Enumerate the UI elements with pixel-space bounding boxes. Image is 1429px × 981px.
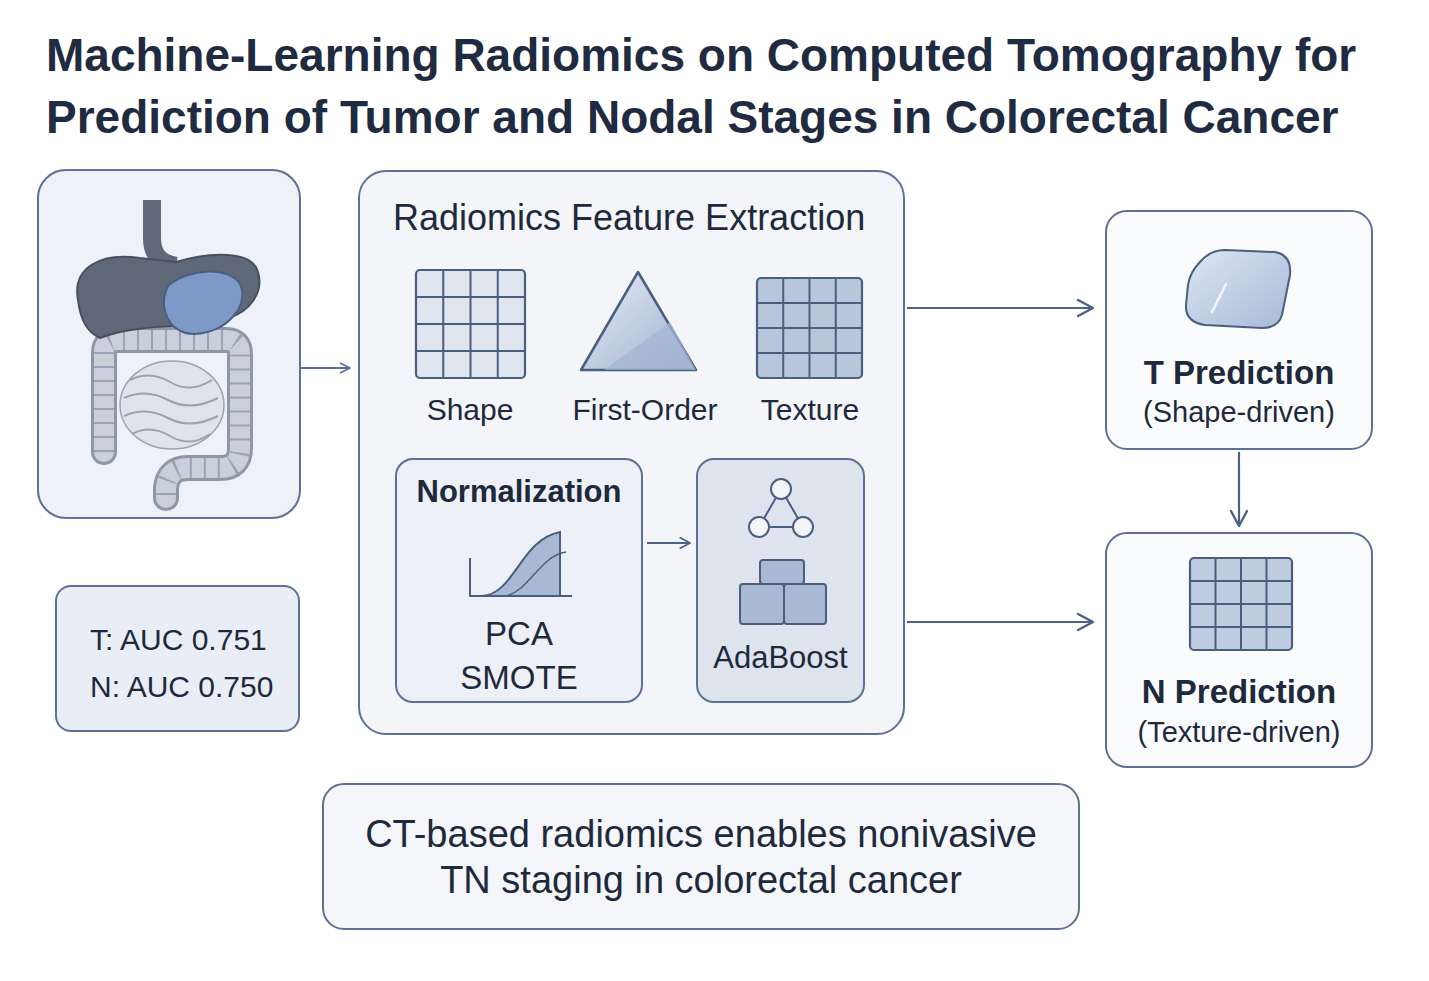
gem-icon	[1186, 250, 1290, 328]
node-text: N: AUC 0.750	[90, 669, 295, 705]
network-icon	[781, 489, 803, 527]
grid-icon	[416, 350, 525, 352]
blocks-icon	[760, 560, 804, 584]
dense-grid-icon	[757, 278, 862, 378]
feature-item: Shape	[405, 262, 535, 430]
dense-grid-icon	[757, 278, 862, 378]
dense-grid-icon	[809, 278, 811, 378]
network-icon	[771, 479, 791, 499]
panel-box: Radiomics Feature ExtractionShape First-O…	[358, 170, 905, 735]
result-box: T Prediction(Shape-driven)	[1105, 210, 1373, 450]
colon-illustration	[104, 340, 240, 498]
flow-arrow	[907, 621, 1093, 623]
small-intestine-illustration	[120, 361, 224, 449]
grid-icon	[416, 323, 525, 325]
dense-grid-icon	[1190, 558, 1292, 650]
dense-grid-icon	[1266, 558, 1268, 650]
small-intestine-illustration	[132, 429, 210, 441]
stomach-illustration	[164, 271, 243, 334]
node-heading: First-Order	[560, 392, 730, 428]
triangle-icon	[581, 272, 696, 370]
curve-icon	[470, 558, 572, 596]
dense-grid-icon	[1190, 558, 1292, 650]
grid-icon	[416, 270, 525, 378]
flow-arrow	[1238, 452, 1240, 526]
node-text: (Shape-driven)	[1107, 394, 1371, 430]
process-box: NormalizationPCA SMOTE	[395, 458, 643, 703]
metric-box: T: AUC 0.751 N: AUC 0.750	[55, 585, 300, 732]
node-heading: CT-based radiomics enables nonivasive TN…	[351, 811, 1051, 903]
anatomy-panel	[38, 170, 300, 518]
stomach-illustration	[164, 271, 243, 334]
node-text: PCA SMOTE	[449, 612, 589, 700]
dense-grid-icon	[1190, 580, 1292, 582]
dense-grid-icon	[1190, 603, 1292, 605]
flow-arrow	[300, 368, 350, 369]
node-text: (Texture-driven)	[1107, 714, 1371, 750]
dense-grid-icon	[1215, 558, 1217, 650]
network-icon	[749, 517, 769, 537]
blocks-icon	[740, 584, 784, 624]
node-heading: Radiomics Feature Extraction	[393, 196, 893, 240]
small-intestine-illustration	[124, 411, 218, 423]
diagram-title: Machine-Learning Radiomics on Computed T…	[46, 24, 1424, 148]
grid-icon	[442, 270, 444, 378]
network-icon	[749, 479, 813, 537]
grid-icon	[416, 296, 525, 298]
dense-grid-icon	[1190, 626, 1292, 628]
grid-icon	[416, 270, 525, 378]
curve-icon	[482, 532, 560, 596]
small-intestine-illustration	[130, 375, 212, 387]
colon-illustration	[104, 340, 240, 498]
esophagus-illustration	[152, 200, 176, 266]
feature-item: Texture	[740, 262, 880, 430]
curve-icon	[470, 532, 572, 596]
feature-item: First-Order	[560, 262, 730, 430]
flow-arrow	[907, 307, 1093, 309]
small-intestine-illustration	[120, 361, 224, 449]
node-heading: Normalization	[397, 473, 641, 511]
dense-grid-icon	[782, 278, 784, 378]
summary-box: CT-based radiomics enables nonivasive TN…	[322, 783, 1080, 930]
flow-arrow	[647, 542, 690, 544]
anatomy-panel	[38, 170, 300, 518]
triangle-icon	[581, 272, 696, 370]
result-box: N Prediction(Texture-driven)	[1105, 532, 1373, 768]
dense-grid-icon	[835, 278, 837, 378]
gem-icon	[1186, 250, 1290, 328]
network-icon	[759, 526, 803, 528]
node-heading: Texture	[740, 392, 880, 428]
flow-arrow	[300, 367, 350, 369]
esophagus-illustration	[152, 200, 176, 266]
node-heading: Shape	[405, 392, 535, 428]
node-heading: T: AUC 0.751	[90, 622, 295, 658]
node-heading: N Prediction	[1107, 672, 1371, 712]
liver-illustration	[77, 255, 259, 338]
colon-illustration	[104, 340, 240, 498]
small-intestine-illustration	[124, 393, 218, 405]
node-heading: T Prediction	[1107, 353, 1371, 393]
dense-grid-icon	[757, 327, 862, 329]
blocks-icon	[784, 584, 826, 624]
gem-icon	[1212, 284, 1226, 312]
network-icon	[759, 489, 781, 527]
grid-icon	[497, 270, 499, 378]
grid-icon	[470, 270, 472, 378]
blocks-icon	[740, 560, 826, 624]
curve-icon	[506, 552, 566, 596]
network-icon	[793, 517, 813, 537]
dense-grid-icon	[1240, 558, 1242, 650]
node-heading: AdaBoost	[698, 639, 863, 677]
triangle-icon	[604, 322, 696, 370]
dense-grid-icon	[757, 302, 862, 304]
liver-illustration	[77, 255, 259, 338]
dense-grid-icon	[757, 352, 862, 354]
colon-illustration	[104, 340, 240, 498]
model-box: AdaBoost	[696, 458, 865, 703]
